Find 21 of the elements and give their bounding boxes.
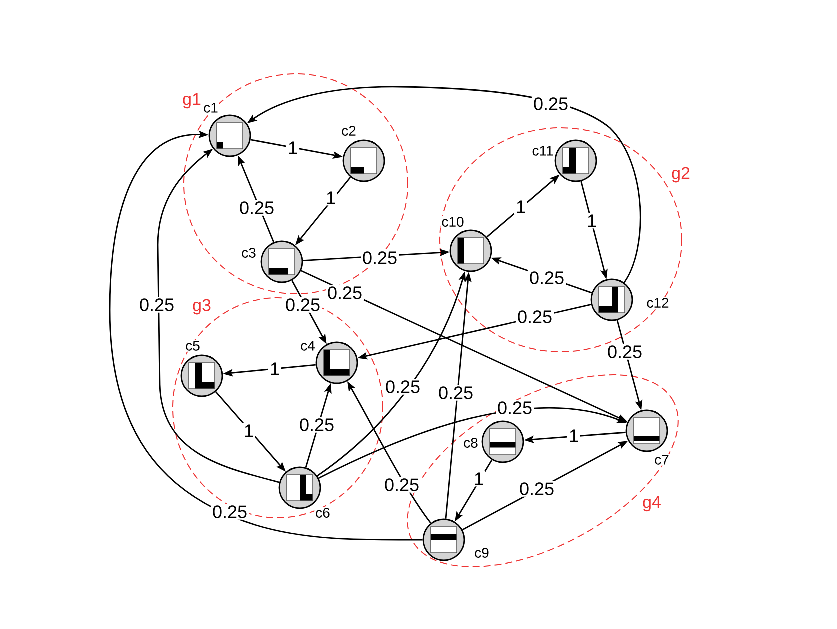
group-label: g1 <box>183 93 201 109</box>
node-label: c9 <box>474 547 490 559</box>
edge-label: 1 <box>472 471 486 487</box>
node-label: c11 <box>531 145 555 157</box>
node-label: c8 <box>462 437 480 449</box>
edge-label: 0.25 <box>437 385 476 401</box>
node-label: c10 <box>440 216 466 228</box>
edge-label: 0.25 <box>496 400 534 416</box>
edge-label: 0.25 <box>518 481 556 497</box>
node-label: c12 <box>646 297 670 309</box>
edge-label: 0.25 <box>606 344 644 360</box>
node-label: c7 <box>654 454 670 466</box>
edge-label: 1 <box>586 213 599 229</box>
edge-label: 1 <box>514 199 528 215</box>
edge-label: 0.25 <box>532 96 570 112</box>
edge-label: 1 <box>568 428 581 444</box>
group-label: g2 <box>672 167 690 183</box>
node-label: c1 <box>202 102 220 114</box>
edge-label: 0.25 <box>528 270 566 286</box>
group-label: g4 <box>643 496 661 512</box>
edge-label: 0.25 <box>516 309 554 325</box>
